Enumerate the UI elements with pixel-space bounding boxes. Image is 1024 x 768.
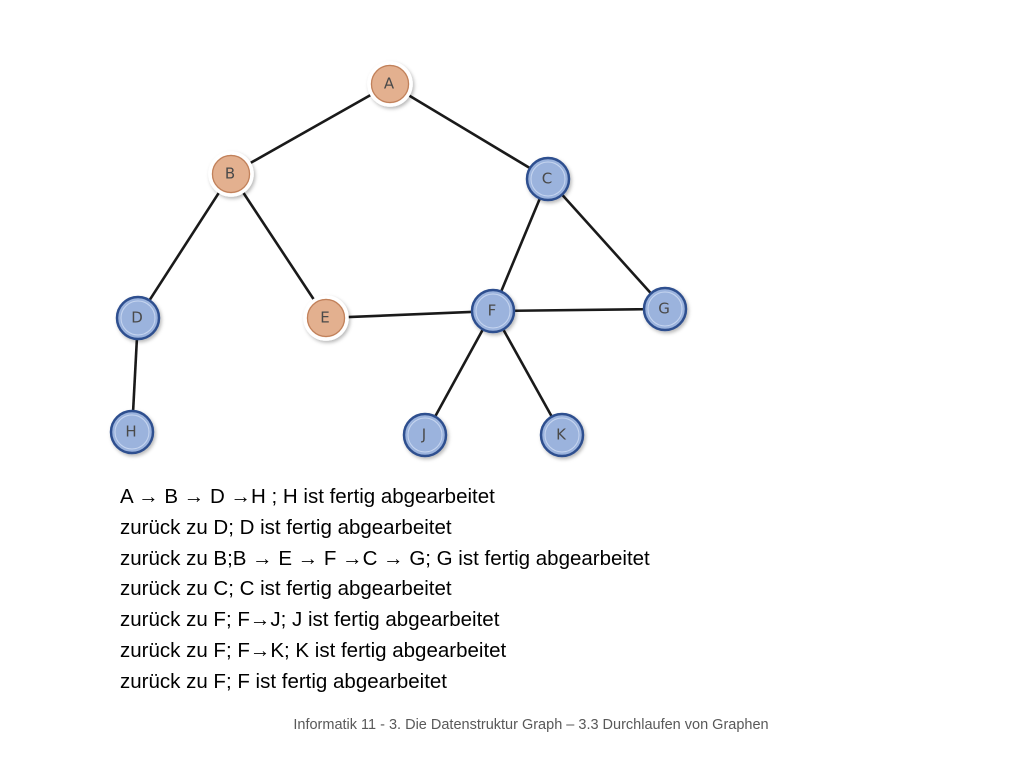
node-ring-e xyxy=(306,298,346,338)
node-label-f: F xyxy=(488,302,497,320)
node-ring-k xyxy=(544,417,580,453)
step-line-1: A → B → D →H ; H ist fertig abgearbeitet xyxy=(120,485,495,508)
step-line-4: zurück zu C; C ist fertig abgearbeitet xyxy=(120,577,452,601)
edge-b-d xyxy=(148,191,221,301)
node-ring-g xyxy=(647,291,683,327)
node-circle-g xyxy=(642,286,688,332)
node-circle-d xyxy=(115,295,161,341)
step-line-5: zurück zu F; F→J; J ist fertig abgearbei… xyxy=(120,608,500,632)
node-label-d: D xyxy=(131,309,143,327)
node-ring-a xyxy=(370,64,410,104)
node-ring-h xyxy=(114,414,150,450)
node-g: G xyxy=(642,286,688,332)
node-a: A xyxy=(367,61,413,107)
node-label-h: H xyxy=(125,423,136,441)
edge-c-f xyxy=(500,198,541,292)
node-circle-e xyxy=(303,295,349,341)
node-label-c: C xyxy=(542,170,552,188)
node-circle-b xyxy=(208,151,254,197)
node-ring-b xyxy=(211,154,251,194)
graph-edges xyxy=(131,93,652,417)
edge-c-g xyxy=(561,194,652,294)
step-line-2: zurück zu D; D ist fertig abgearbeitet xyxy=(120,515,452,539)
node-k: K xyxy=(539,412,585,458)
step-line-7: zurück zu F; F ist fertig abgearbeitet xyxy=(120,669,447,693)
node-label-g: G xyxy=(658,300,670,318)
node-label-e: E xyxy=(320,309,329,327)
node-b: B xyxy=(208,151,254,197)
node-label-b: B xyxy=(225,165,235,183)
edge-e-f xyxy=(347,310,472,319)
edge-b-e xyxy=(242,191,315,301)
graph-nodes: A B C D E F G H J K xyxy=(109,61,688,458)
slide-footer: Informatik 11 - 3. Die Datenstruktur Gra… xyxy=(293,717,769,733)
node-c: C xyxy=(525,156,571,202)
graph-diagram: A B C D E F G H J K xyxy=(109,61,688,458)
node-f: F xyxy=(470,288,516,334)
node-ring-c xyxy=(530,161,566,197)
edge-a-b xyxy=(249,93,372,165)
edge-f-j xyxy=(434,329,484,417)
node-label-j: J xyxy=(421,426,426,444)
node-label-a: A xyxy=(384,75,395,93)
edge-d-h xyxy=(131,339,139,411)
node-ring-j xyxy=(407,417,443,453)
node-h: H xyxy=(109,409,155,455)
node-d: D xyxy=(115,295,161,341)
node-ring-d xyxy=(120,300,156,336)
traversal-steps: A → B → D →H ; H ist fertig abgearbeitet… xyxy=(120,482,880,698)
node-ring-f xyxy=(475,293,511,329)
edge-f-k xyxy=(502,329,553,417)
node-circle-h xyxy=(109,409,155,455)
step-line-6: zurück zu F; F→K; K ist fertig abgearbei… xyxy=(120,638,507,662)
node-j: J xyxy=(402,412,448,458)
node-circle-f xyxy=(470,288,516,334)
node-circle-j xyxy=(402,412,448,458)
edge-f-g xyxy=(514,307,644,313)
node-label-k: K xyxy=(556,426,567,444)
edge-a-c xyxy=(408,94,530,169)
step-line-3: zurück zu B;B → E → F →C → G; G ist fert… xyxy=(120,546,650,570)
node-circle-a xyxy=(367,61,413,107)
node-circle-k xyxy=(539,412,585,458)
node-e: E xyxy=(303,295,349,341)
node-circle-c xyxy=(525,156,571,202)
